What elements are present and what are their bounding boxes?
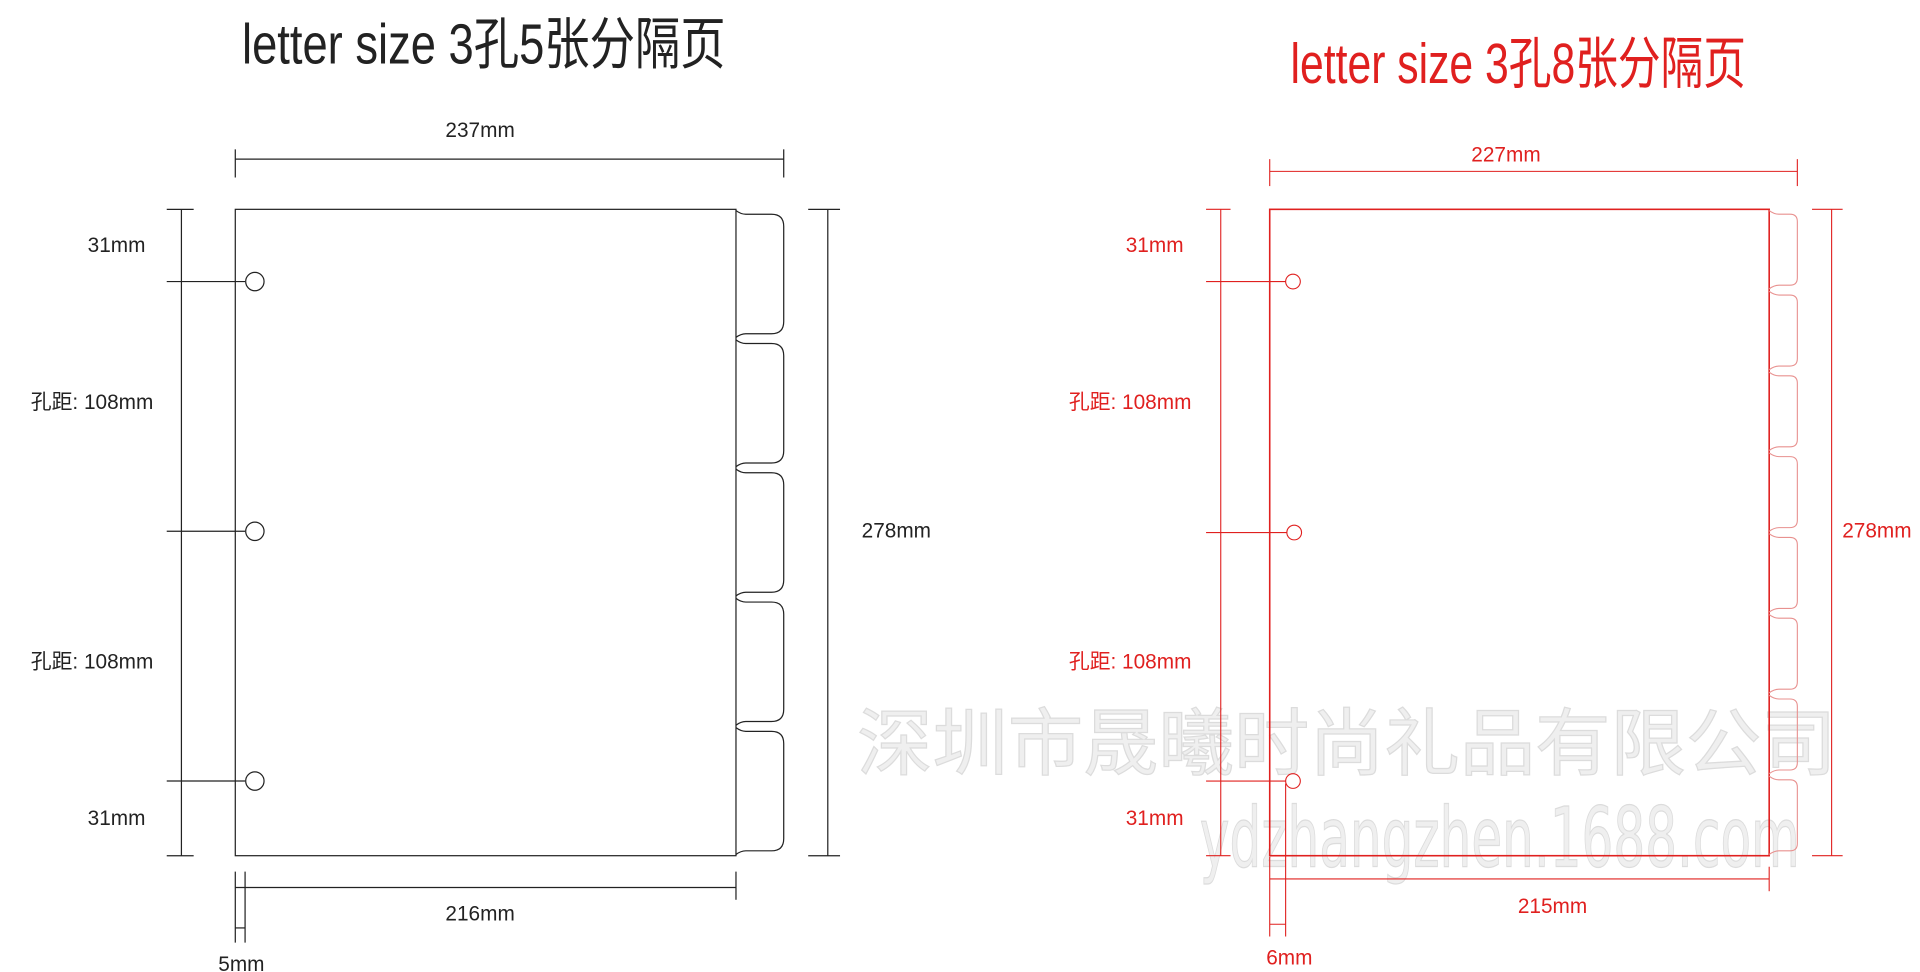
left-tabs (735, 210, 785, 855)
right-title: letter size 3孔8张分隔页 (1291, 32, 1746, 95)
left-hole-bottom (245, 771, 265, 791)
right-tabs (1768, 210, 1798, 855)
divider-tab (735, 727, 785, 855)
right-hole-top (1285, 273, 1301, 290)
left-bottom-margin-label: 31mm (88, 807, 146, 830)
divider-tab (1768, 614, 1798, 694)
left-title: letter size 3孔5张分隔页 (242, 13, 726, 76)
left-total-width-label: 237mm (445, 119, 514, 142)
left-page-width-label: 216mm (445, 903, 514, 926)
left-dimension-lines (166, 149, 841, 943)
divider-tab (735, 597, 785, 726)
divider-tab (1768, 452, 1798, 532)
divider-tab (1768, 775, 1798, 855)
left-hole-spacing-label-1: 孔距: 108mm (31, 391, 154, 414)
divider-tab (735, 339, 785, 468)
right-dimension-lines (1206, 159, 1843, 937)
right-height-label: 278mm (1842, 519, 1911, 542)
left-hole-middle (245, 521, 265, 542)
right-top-margin-label: 31mm (1126, 234, 1184, 257)
divider-tab (1768, 210, 1798, 290)
watermark-company: 深圳市晟曦时尚礼品有限公司 (857, 702, 1836, 787)
right-hole-offset-label: 6mm (1266, 947, 1312, 970)
divider-tab (735, 468, 785, 597)
right-bottom-margin-label: 31mm (1126, 807, 1184, 830)
divider-tab (735, 210, 785, 338)
divider-tab (1768, 533, 1798, 613)
left-top-margin-label: 31mm (88, 234, 146, 257)
watermark-url: ydzhangzhen.1688.com (1200, 790, 1800, 887)
right-divider-drawing (1206, 159, 1843, 937)
left-hole-offset-label: 5mm (218, 953, 264, 972)
right-hole-spacing-label-1: 孔距: 108mm (1069, 391, 1192, 414)
right-hole-spacing-label-2: 孔距: 108mm (1069, 650, 1192, 673)
divider-tab (1768, 371, 1798, 451)
divider-tab (1768, 694, 1798, 775)
left-page-outline (234, 208, 737, 857)
right-hole-middle (1286, 524, 1303, 541)
left-hole-spacing-label-2: 孔距: 108mm (31, 650, 154, 673)
left-height-label: 278mm (862, 519, 931, 542)
left-hole-top (245, 271, 265, 292)
left-divider-drawing (166, 149, 841, 943)
divider-tab (1768, 290, 1798, 371)
right-page-width-label: 215mm (1518, 895, 1587, 918)
right-total-width-label: 227mm (1471, 144, 1540, 167)
